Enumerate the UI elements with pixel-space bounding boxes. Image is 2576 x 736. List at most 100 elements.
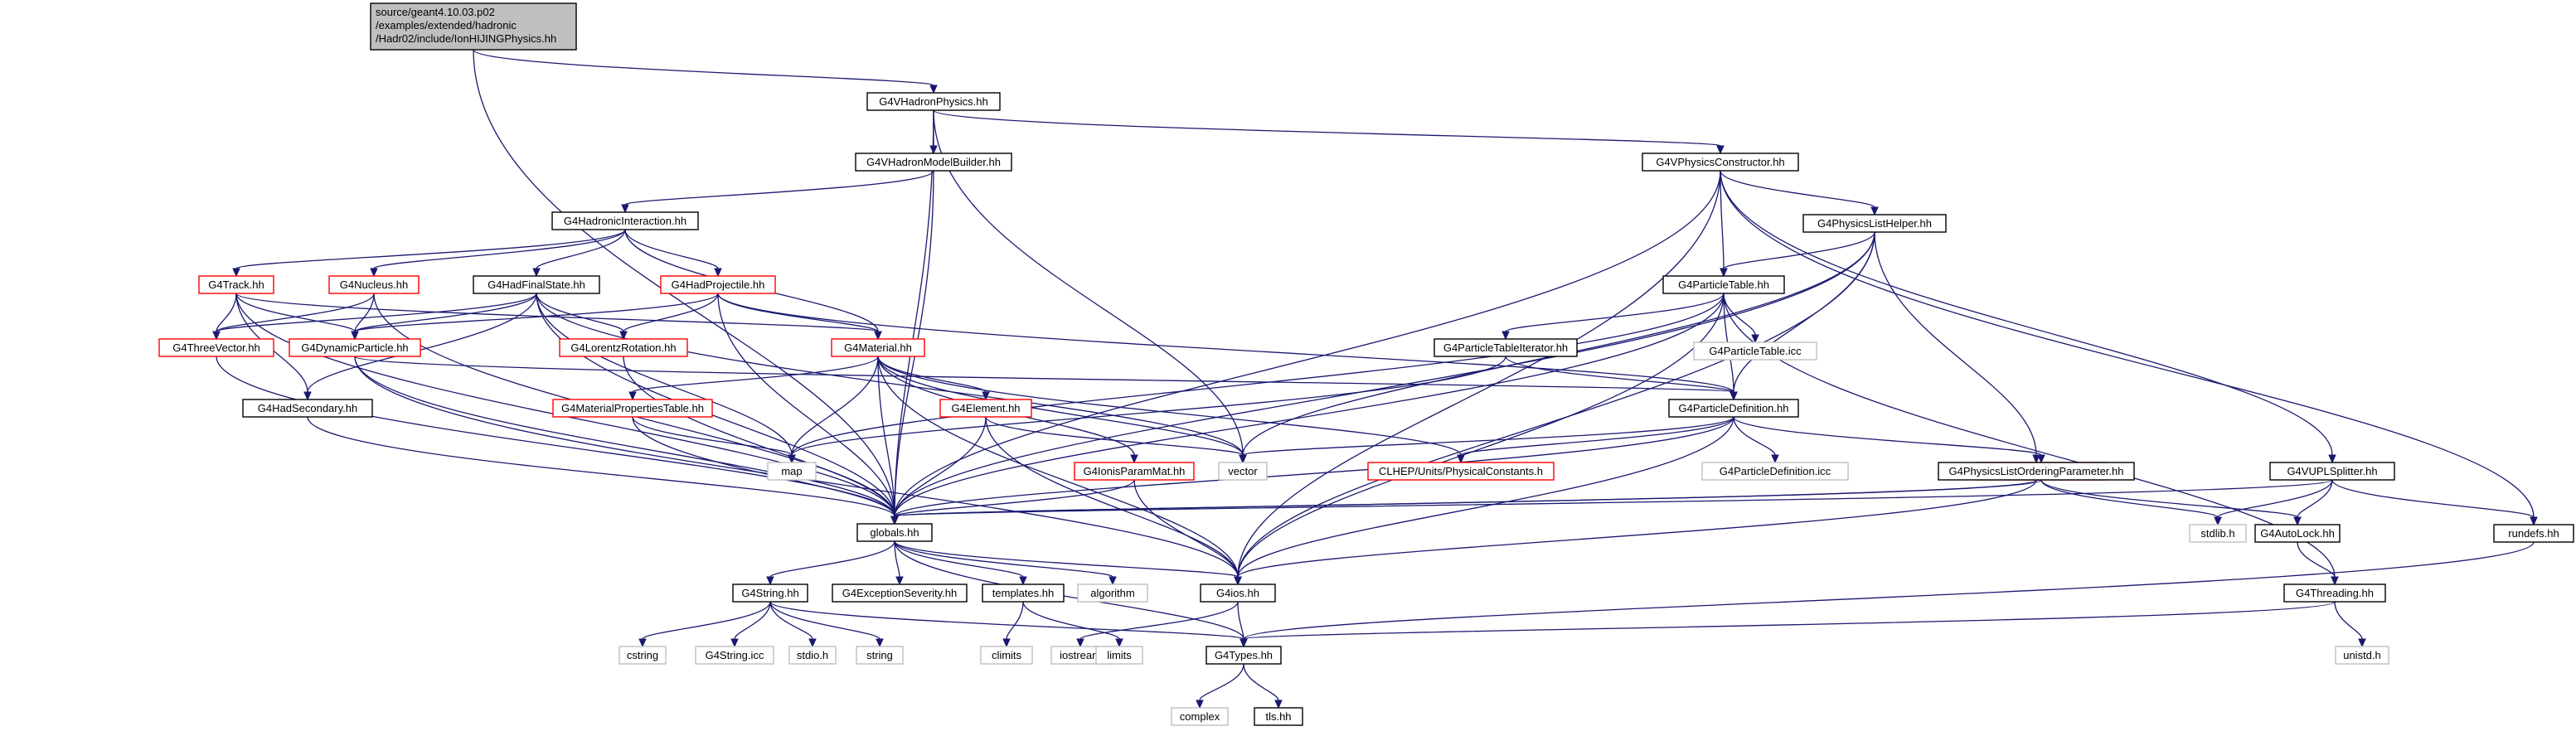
node-label: G4HadronicInteraction.hh <box>564 215 686 227</box>
node-hadproj[interactable]: G4HadProjectile.hh <box>660 275 776 294</box>
node-box <box>2335 646 2389 665</box>
node-g4string[interactable]: G4String.hh <box>732 583 808 603</box>
edge-material-to-matprop <box>628 356 879 401</box>
node-autolock[interactable]: G4AutoLock.hh <box>2254 524 2341 543</box>
node-nucleus[interactable]: G4Nucleus.hh <box>328 275 420 294</box>
node-label: G4ThreeVector.hh <box>172 341 260 354</box>
edge-physcon-to-vupl <box>1720 170 2336 464</box>
node-box <box>832 583 968 603</box>
node-threading[interactable]: G4Threading.hh <box>2283 583 2386 603</box>
node-box <box>289 338 421 357</box>
node-track[interactable]: G4Track.hh <box>198 275 274 294</box>
node-label: G4ParticleDefinition.hh <box>1679 402 1789 414</box>
node-label: G4MaterialPropertiesTable.hh <box>561 402 704 414</box>
node-pdicc: G4ParticleDefinition.icc <box>1701 462 1849 481</box>
node-box <box>1077 583 1148 603</box>
node-label: cstring <box>627 649 658 661</box>
node-parttable[interactable]: G4ParticleTable.hh <box>1662 275 1785 294</box>
node-globals[interactable]: globals.hh <box>856 523 933 542</box>
node-box <box>856 646 904 665</box>
edge-parttable-to-g4ios <box>1234 293 1725 586</box>
node-box <box>855 153 1012 172</box>
node-label: G4VHadronModelBuilder.hh <box>866 156 1001 168</box>
node-excsev[interactable]: G4ExceptionSeverity.hh <box>832 583 968 603</box>
node-box <box>982 583 1065 603</box>
node-hadint[interactable]: G4HadronicInteraction.hh <box>551 211 699 230</box>
node-material[interactable]: G4Material.hh <box>831 338 925 357</box>
edge-globals-to-g4string <box>766 540 895 586</box>
node-label: /examples/extended/hadronic <box>376 19 517 31</box>
edge-pdefmgr-to-autolock <box>2040 479 2302 526</box>
node-box <box>2269 462 2395 481</box>
node-label: G4Track.hh <box>208 278 264 291</box>
node-matprop[interactable]: G4MaterialPropertiesTable.hh <box>552 399 713 418</box>
node-g4types[interactable]: G4Types.hh <box>1206 646 1282 665</box>
node-box <box>2254 524 2341 543</box>
edge-hadphys-to-physcon <box>933 109 1725 155</box>
edge-material-to-vector <box>877 356 1247 464</box>
node-box <box>2189 524 2247 543</box>
edge-templates-to-climits <box>1002 601 1024 648</box>
edge-g4string-to-cstring <box>638 601 771 648</box>
node-box <box>242 399 373 418</box>
node-threevec[interactable]: G4ThreeVector.hh <box>158 338 274 357</box>
node-partdef[interactable]: G4ParticleDefinition.hh <box>1668 399 1799 418</box>
node-hadfinal[interactable]: G4HadFinalState.hh <box>473 275 600 294</box>
node-ionis[interactable]: G4IonisParamMat.hh <box>1074 462 1195 481</box>
node-label: algorithm <box>1090 587 1134 599</box>
edge-threading-to-unistd <box>2334 601 2366 648</box>
node-box <box>370 2 577 51</box>
node-box <box>866 92 1001 111</box>
edge-globals-to-g4ios <box>894 540 1242 586</box>
node-limits: limits <box>1095 646 1143 665</box>
node-templates[interactable]: templates.hh <box>982 583 1065 603</box>
node-physcon[interactable]: G4VPhysicsConstructor.hh <box>1642 153 1799 172</box>
edge-autolock-to-threading <box>2297 541 2339 586</box>
edge-vupl-to-globals <box>890 479 2333 525</box>
node-box <box>788 646 837 665</box>
node-box <box>1668 399 1799 418</box>
node-hadphys[interactable]: G4VHadronPhysics.hh <box>866 92 1001 111</box>
edge-parttable-to-ptiter <box>1501 293 1725 341</box>
node-plorder[interactable]: G4PhysicsListOrderingParameter.hh <box>1938 462 2135 481</box>
edge-vupl-to-autolock <box>2293 479 2333 526</box>
node-lorentz[interactable]: G4LorentzRotation.hh <box>559 338 688 357</box>
node-plhelper[interactable]: G4PhysicsListHelper.hh <box>1802 214 1947 233</box>
node-vupl[interactable]: G4VUPLSplitter.hh <box>2269 462 2395 481</box>
edge-globals-to-excsev <box>894 540 904 586</box>
node-string: string <box>856 646 904 665</box>
node-box <box>158 338 274 357</box>
node-dynpart[interactable]: G4DynamicParticle.hh <box>289 338 421 357</box>
node-box <box>1938 462 2135 481</box>
edge-threading-to-g4types <box>1239 601 2336 648</box>
node-element[interactable]: G4Element.hh <box>939 399 1032 418</box>
node-label: limits <box>1107 649 1132 661</box>
edge-hadproj-to-lorentz <box>619 293 719 341</box>
node-root[interactable]: source/geant4.10.03.p02/examples/extende… <box>370 2 577 51</box>
node-ptiter[interactable]: G4ParticleTableIterator.hh <box>1434 338 1578 357</box>
node-hadsec[interactable]: G4HadSecondary.hh <box>242 399 373 418</box>
edge-g4types-to-tls <box>1243 663 1283 709</box>
edge-hadfinal-to-vector <box>536 293 1247 464</box>
node-label: G4ExceptionSeverity.hh <box>842 587 958 599</box>
node-box <box>1074 462 1195 481</box>
node-clhep[interactable]: CLHEP/Units/PhysicalConstants.h <box>1367 462 1555 481</box>
node-algorithm: algorithm <box>1077 583 1148 603</box>
node-box <box>1200 583 1276 603</box>
edge-matprop-to-map <box>632 416 796 464</box>
node-box <box>552 399 713 418</box>
edge-partdef-to-clhep <box>1457 416 1734 464</box>
node-g4ios[interactable]: G4ios.hh <box>1200 583 1276 603</box>
node-tls[interactable]: tls.hh <box>1254 707 1303 726</box>
edge-dynpart-to-partdef <box>354 356 1738 401</box>
node-label: stdio.h <box>797 649 828 661</box>
node-label: G4Nucleus.hh <box>340 278 408 291</box>
edge-plhelper-to-partdef <box>1729 231 1875 401</box>
node-modelbuilder[interactable]: G4VHadronModelBuilder.hh <box>855 153 1012 172</box>
node-label: G4LorentzRotation.hh <box>570 341 676 354</box>
edge-hadint-to-hadproj <box>624 229 722 278</box>
node-vector: vector <box>1218 462 1268 481</box>
node-rundefs[interactable]: rundefs.hh <box>2493 524 2574 543</box>
node-label: G4Threading.hh <box>2296 587 2374 599</box>
